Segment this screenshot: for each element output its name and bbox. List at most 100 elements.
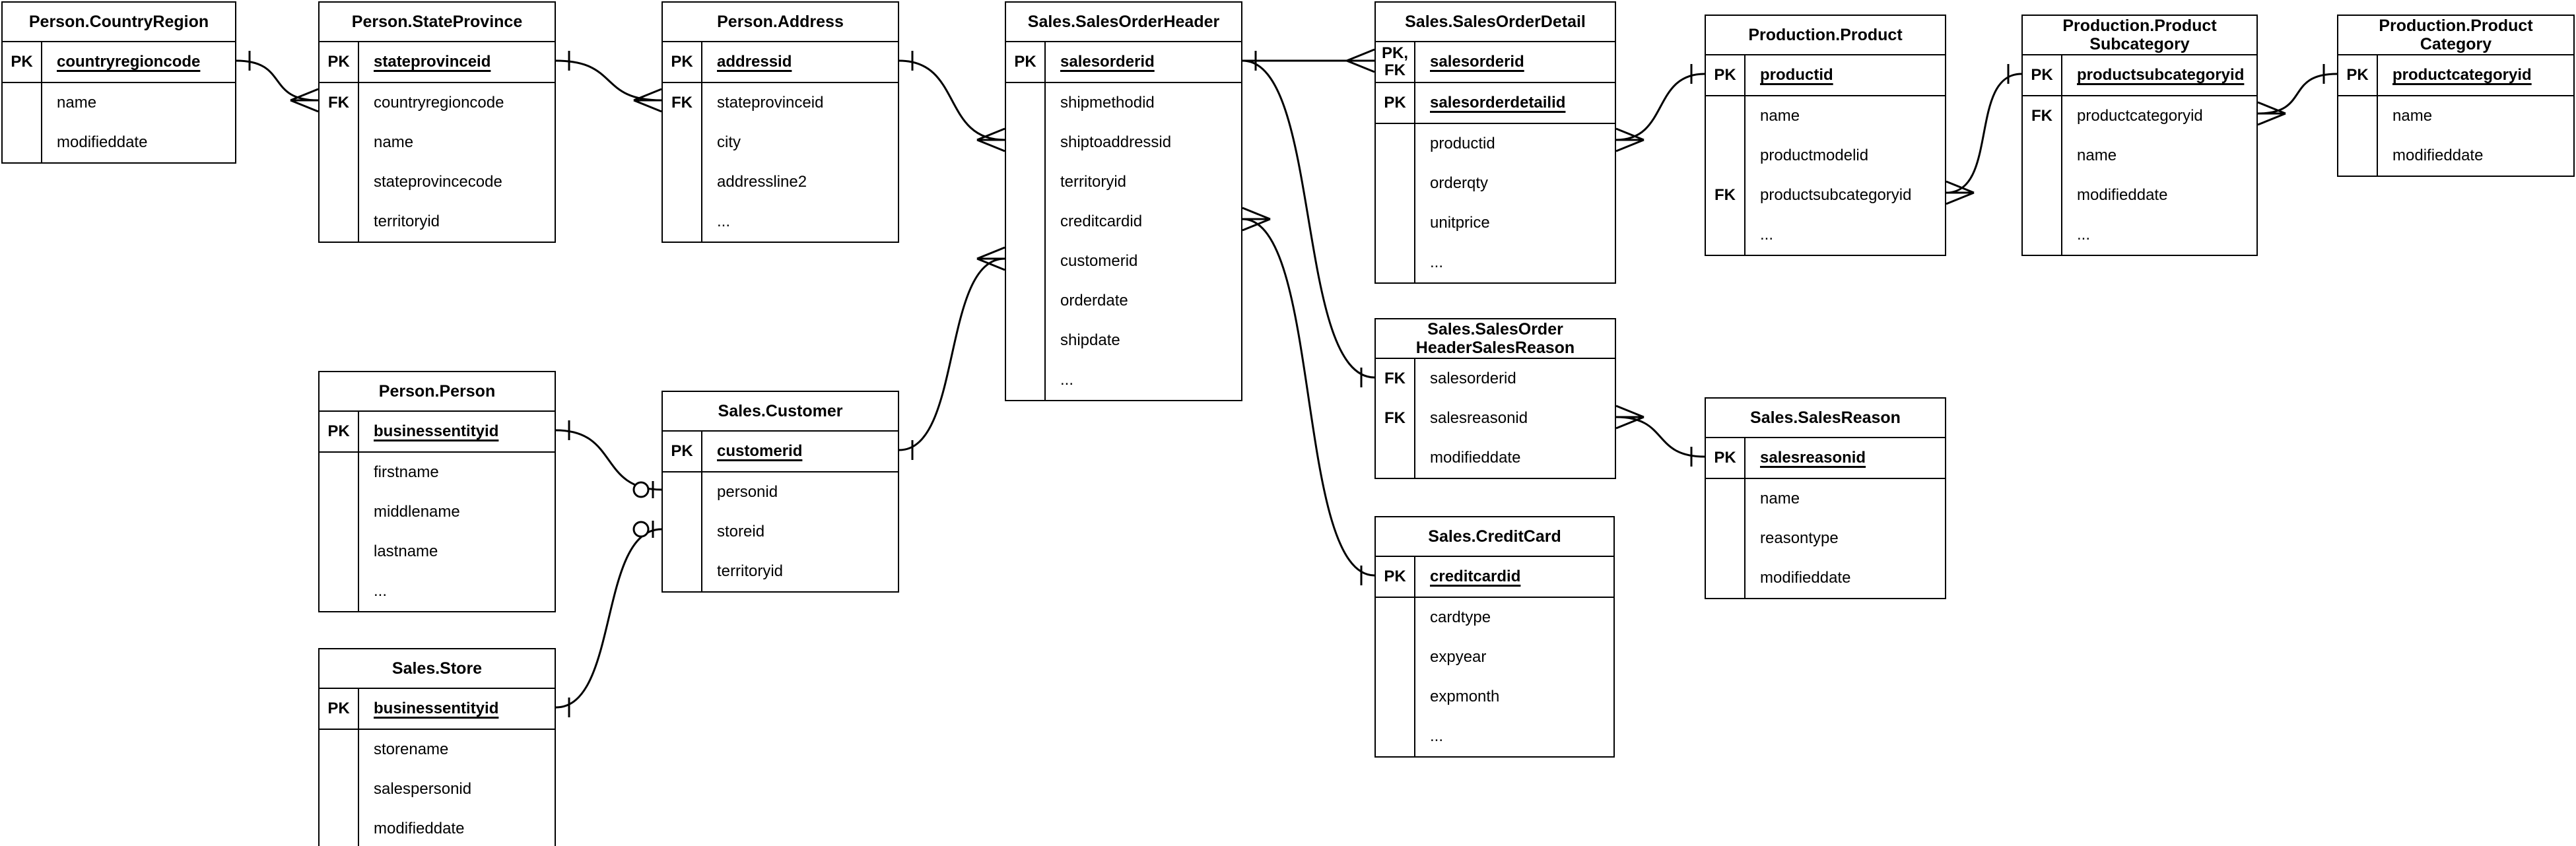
attribute-row[interactable]: ... — [1006, 360, 1241, 400]
attribute-row[interactable]: modifieddate — [320, 809, 555, 846]
attribute-row[interactable]: expyear — [1376, 637, 1613, 677]
attribute-row[interactable]: personid — [663, 472, 898, 512]
attribute-row[interactable]: shiptoaddressid — [1006, 123, 1241, 162]
attribute-row[interactable]: shipmethodid — [1006, 83, 1241, 123]
attribute-row[interactable]: expmonth — [1376, 677, 1613, 717]
attribute-row[interactable]: name — [1706, 479, 1945, 519]
attribute-row[interactable]: name — [2338, 96, 2573, 136]
attribute-row[interactable]: orderqty — [1376, 164, 1615, 203]
relation-line-production-product-productsubcategoryid-to-production-productsubcategory-productsubcategoryid[interactable] — [1946, 73, 2022, 194]
attribute-row[interactable]: modifieddate — [1706, 558, 1945, 598]
relation-line-sales-salesorderheader-salesorderid-to-sales-salesorderheadersalesreason-salesorderid[interactable] — [1242, 59, 1375, 379]
relation-line-sales-salesorderdetail-productid-to-production-product-productid[interactable] — [1615, 73, 1705, 141]
relation-line-production-productsubcategory-productcategoryid-to-production-productcategory-productcategoryid[interactable] — [2257, 73, 2338, 115]
attribute-row[interactable]: middlename — [320, 492, 555, 532]
attribute-row[interactable]: storeid — [663, 512, 898, 552]
attribute-row[interactable]: ... — [1376, 243, 1615, 282]
relation-line-sales-salesorderheadersalesreason-salesreasonid-to-sales-salesreason-salesreasonid[interactable] — [1615, 416, 1705, 458]
relation-line-person-person-businessentityid-to-sales-customer-personid[interactable] — [555, 429, 662, 491]
attribute-row[interactable]: storename — [320, 730, 555, 769]
relation-line-sales-salesorderheader-creditcardid-to-sales-creditcard-creditcardid[interactable] — [1242, 218, 1375, 577]
entity-title: Sales.Store — [320, 649, 555, 689]
attribute-row[interactable]: modifieddate — [1376, 438, 1615, 478]
attribute-row[interactable]: ... — [1376, 717, 1613, 756]
attribute-row[interactable]: modifieddate — [2338, 136, 2573, 176]
attribute-row[interactable]: lastname — [320, 532, 555, 571]
attribute-row[interactable]: addressline2 — [663, 162, 898, 202]
relation-line-person-countryregion-countryregioncode-to-person-stateprovince-countryregioncode[interactable] — [236, 59, 319, 102]
attribute-row[interactable]: unitprice — [1376, 203, 1615, 243]
attribute-row[interactable]: name — [2023, 136, 2256, 176]
attribute-row[interactable]: city — [663, 123, 898, 162]
attribute-row[interactable]: ... — [1706, 215, 1945, 255]
relation-line-sales-store-businessentityid-to-sales-customer-storeid[interactable] — [555, 528, 662, 709]
attribute-name: territoryid — [717, 562, 784, 580]
attribute-row[interactable]: reasontype — [1706, 519, 1945, 558]
attribute-row[interactable]: salespersonid — [320, 769, 555, 809]
attribute-row[interactable]: ... — [663, 202, 898, 242]
relation-line-person-address-addressid-to-sales-salesorderheader-shiptoaddressid[interactable] — [898, 59, 1005, 141]
relation-line-person-stateprovince-stateprovinceid-to-person-address-stateprovinceid[interactable] — [555, 59, 662, 102]
attribute-row[interactable]: territoryid — [663, 552, 898, 591]
attribute-row[interactable]: stateprovincecode — [320, 162, 555, 202]
attribute-row[interactable]: territoryid — [1006, 162, 1241, 202]
attribute-row[interactable]: customerid — [1006, 242, 1241, 281]
attribute-row[interactable]: ... — [2023, 215, 2256, 255]
attribute-row[interactable]: creditcardid — [1006, 202, 1241, 242]
attribute-row[interactable]: name — [320, 123, 555, 162]
attribute-row[interactable]: firstname — [320, 453, 555, 492]
attribute-row[interactable]: shipdate — [1006, 321, 1241, 360]
attribute-row[interactable]: cardtype — [1376, 598, 1613, 637]
attribute-row[interactable]: productmodelid — [1706, 136, 1945, 176]
relation-line-sales-customer-customerid-to-sales-salesorderheader-customerid[interactable] — [898, 257, 1005, 451]
attribute-name: shipmethodid — [1060, 94, 1155, 112]
attribute-row[interactable]: ... — [320, 571, 555, 611]
attribute-row[interactable]: modifieddate — [2023, 176, 2256, 215]
attribute-row[interactable]: territoryid — [320, 202, 555, 242]
attribute-row[interactable]: name — [1706, 96, 1945, 136]
attribute-row[interactable]: productid — [1376, 124, 1615, 164]
attribute-row[interactable]: orderdate — [1006, 281, 1241, 321]
attribute-row[interactable]: name — [3, 83, 235, 123]
attribute-name: ... — [1430, 253, 1444, 271]
attribute-name: name — [1760, 490, 1800, 507]
attribute-row[interactable]: modifieddate — [3, 123, 235, 162]
